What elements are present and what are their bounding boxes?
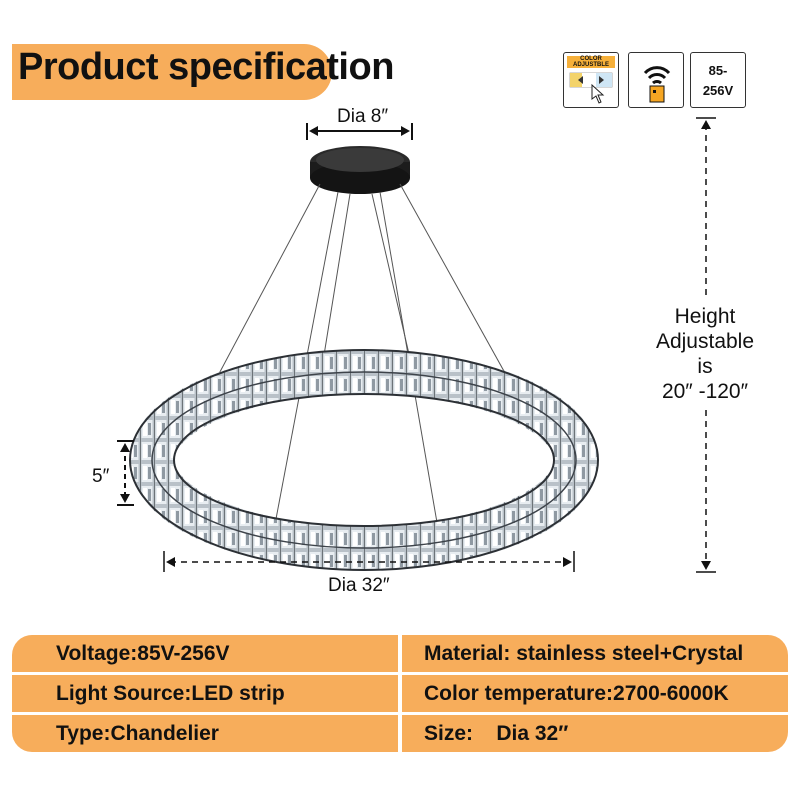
ring-diameter-dimension	[163, 551, 575, 572]
canopy-dimension	[306, 123, 413, 140]
spec-size: Size: Dia 32″	[402, 715, 788, 752]
color-adjustable-badge: COLOR ADJUSTBLE	[563, 52, 619, 108]
remote-control-badge	[628, 52, 684, 108]
color-adjustable-label: COLOR ADJUSTBLE	[567, 56, 615, 68]
voltage-badge-text: 85- 256V	[691, 61, 745, 101]
voltage-badge-line1: 85-	[708, 63, 728, 78]
ring-height-label: 5″	[92, 466, 110, 487]
adjustable-height-dimension	[696, 117, 716, 573]
spec-voltage: Voltage:85V-256V	[12, 635, 398, 672]
spec-color-temperature: Color temperature:2700-6000K	[402, 675, 788, 712]
adjustable-height-label: Height Adjustable is 20″ -120″	[640, 304, 770, 404]
ring-height-dimension	[117, 440, 134, 506]
spec-light-source: Light Source:LED strip	[12, 675, 398, 712]
voltage-badge-line2: 256V	[702, 83, 734, 98]
spec-material: Material: stainless steel+Crystal	[402, 635, 788, 672]
spec-type: Type:Chandelier	[12, 715, 398, 752]
ring-diameter-label: Dia 32″	[328, 575, 390, 596]
height-label-line2: Adjustable	[655, 330, 755, 353]
remote-wifi-icon	[643, 66, 671, 103]
chandelier-illustration	[117, 117, 716, 573]
canopy	[310, 146, 410, 194]
spec-row: Light Source:LED strip Color temperature…	[12, 675, 788, 715]
crystal-ring	[129, 349, 599, 571]
title-banner	[12, 44, 332, 100]
color-slider-icon	[569, 72, 613, 104]
spec-row: Voltage:85V-256V Material: stainless ste…	[12, 635, 788, 675]
height-label-line1: Height	[674, 305, 736, 328]
canopy-diameter-label: Dia 8″	[337, 106, 389, 127]
page-title: Product specification	[18, 46, 394, 88]
spec-row: Type:Chandelier Size: Dia 32″	[12, 715, 788, 755]
height-label-line3: is	[697, 355, 713, 378]
height-label-line4: 20″ -120″	[661, 380, 749, 403]
voltage-badge: 85- 256V	[690, 52, 746, 108]
spec-table: Voltage:85V-256V Material: stainless ste…	[12, 633, 788, 755]
